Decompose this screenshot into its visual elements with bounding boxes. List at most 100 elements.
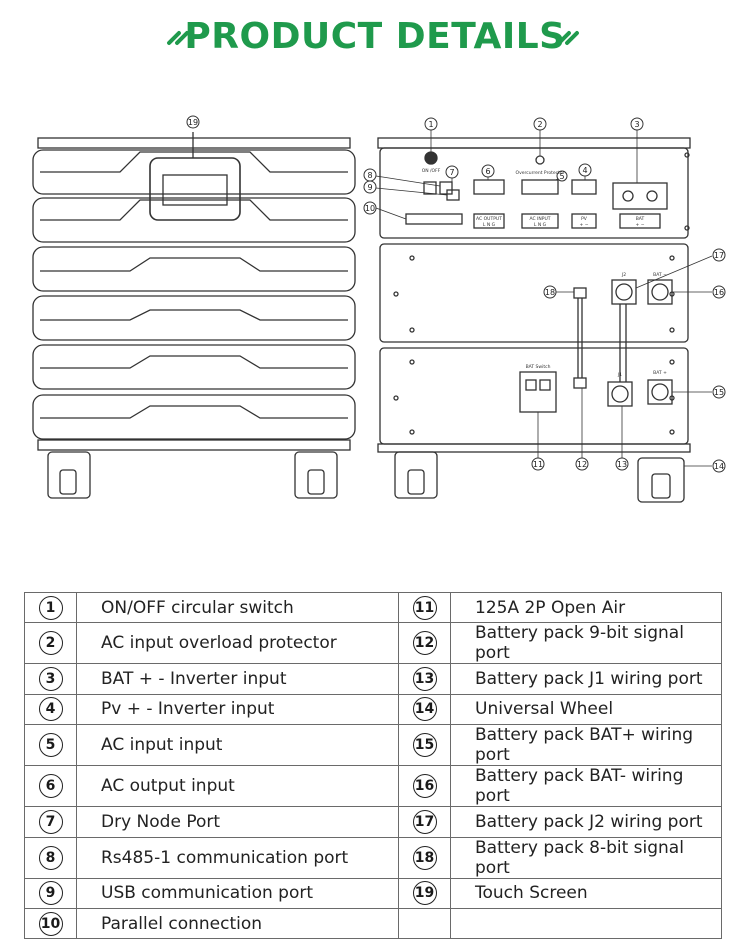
label-j1: J1 <box>617 372 622 378</box>
legend-row: 7 Dry Node Port 17 Battery pack J2 wiring p… <box>24 806 722 838</box>
label-bat-minus: BAT − <box>653 272 667 278</box>
callout-15: 15 <box>712 385 726 399</box>
label-bat-pins: + − <box>636 222 645 228</box>
svg-text:2: 2 <box>537 120 542 129</box>
legend-label: Pv + - Inverter input <box>76 693 399 726</box>
svg-text:9: 9 <box>367 183 372 192</box>
label-ac-input: AC INPUT <box>529 216 550 222</box>
legend-row: 1 ON/OFF circular switch 11 125A 2P Open Ai… <box>24 591 722 624</box>
legend-label: 125A 2P Open Air <box>450 591 722 624</box>
callout-6: 6 <box>481 164 495 178</box>
svg-text:19: 19 <box>188 118 198 127</box>
legend-row: 9 USB communication port 19 Touch Screen <box>24 877 722 909</box>
svg-text:6: 6 <box>485 167 490 176</box>
legend-label: Dry Node Port <box>76 806 399 838</box>
legend-label: AC input overload protector <box>76 622 399 665</box>
svg-text:18: 18 <box>545 288 555 297</box>
svg-text:14: 14 <box>714 462 724 471</box>
svg-text:4: 4 <box>582 166 587 175</box>
svg-text:15: 15 <box>714 388 724 397</box>
callout-3: 3 <box>630 117 644 131</box>
callout-5: 5 <box>556 170 568 182</box>
legend-label: Battery pack BAT- wiring port <box>450 765 722 808</box>
callout-4: 4 <box>578 163 592 177</box>
legend-number: 4 <box>38 697 63 722</box>
svg-text:11: 11 <box>533 460 543 469</box>
label-bat-plus: BAT + <box>653 370 667 376</box>
decor-slash-right-icon <box>556 28 580 50</box>
front-module <box>32 149 356 195</box>
page-title: PRODUCT DETAILS <box>184 16 566 57</box>
label-pv: PV <box>581 216 588 222</box>
svg-text:10: 10 <box>365 204 375 213</box>
legend-number: 13 <box>412 667 437 692</box>
legend-number: 5 <box>38 733 63 758</box>
legend-label: Rs485-1 communication port <box>76 836 399 879</box>
callout-9: 9 <box>363 180 377 194</box>
legend-number: 14 <box>412 697 437 722</box>
callout-13: 13 <box>615 457 629 471</box>
legend-label: Touch Screen <box>450 877 722 909</box>
product-diagram: 19 1 2 3 4 5 6 7 8 9 10 17 18 16 15 11 1… <box>32 115 726 503</box>
legend-label: Battery pack J2 wiring port <box>450 806 722 838</box>
legend-number: 18 <box>412 845 437 870</box>
callout-2: 2 <box>533 117 547 131</box>
svg-text:17: 17 <box>714 251 724 260</box>
legend-label: AC output input <box>76 765 399 808</box>
legend-label: Battery pack BAT+ wiring port <box>450 724 722 767</box>
svg-text:13: 13 <box>617 460 627 469</box>
callout-14: 14 <box>712 459 726 473</box>
legend-number: 3 <box>38 667 63 692</box>
label-j2: J2 <box>621 272 626 278</box>
callout-18: 18 <box>543 285 557 299</box>
legend-label: AC input input <box>76 724 399 767</box>
legend-number: 19 <box>412 881 437 906</box>
legend-number: 12 <box>412 631 437 656</box>
callout-17: 17 <box>712 248 726 262</box>
callout-1: 1 <box>424 117 438 131</box>
svg-text:8: 8 <box>367 171 372 180</box>
legend-number: 6 <box>38 774 63 799</box>
legend-number: 8 <box>38 845 63 870</box>
legend-number: 11 <box>412 595 437 620</box>
header: PRODUCT DETAILS <box>0 0 750 80</box>
svg-text:12: 12 <box>577 460 587 469</box>
legend-number: 10 <box>38 911 63 936</box>
legend-label: Universal Wheel <box>450 693 722 726</box>
legend-number: 2 <box>38 631 63 656</box>
legend-number: 9 <box>38 881 63 906</box>
callout-8: 8 <box>363 168 377 182</box>
label-ac-input-pins: L N G <box>534 222 547 228</box>
svg-text:5: 5 <box>559 172 564 181</box>
legend-label: BAT + - Inverter input <box>76 663 399 695</box>
label-bat-switch: BAT Switch <box>526 364 551 370</box>
callout-7: 7 <box>445 165 459 179</box>
callout-16: 16 <box>712 285 726 299</box>
legend-label: Battery pack 8-bit signal port <box>450 836 722 879</box>
svg-text:16: 16 <box>714 288 724 297</box>
legend-label: ON/OFF circular switch <box>76 591 399 624</box>
label-ac-output-pins: L N G <box>483 222 496 228</box>
callout-11: 11 <box>531 457 545 471</box>
callout-19: 19 <box>186 115 200 129</box>
label-pv-pins: + − <box>580 222 589 228</box>
legend-number: 17 <box>412 809 437 834</box>
legend-row: 8 Rs485-1 communication port 18 Battery pac… <box>24 836 722 879</box>
label-on-off: ON /OFF <box>422 168 441 174</box>
legend-number: 1 <box>38 595 63 620</box>
callout-12: 12 <box>575 457 589 471</box>
legend-number: 7 <box>38 809 63 834</box>
legend-table: 1 ON/OFF circular switch 11 125A 2P Open Ai… <box>24 591 722 939</box>
label-ac-output: AC OUTPUT <box>476 216 502 222</box>
svg-text:7: 7 <box>449 168 454 177</box>
front-view <box>32 132 356 499</box>
svg-text:3: 3 <box>634 120 639 129</box>
label-bat: BAT <box>636 216 645 222</box>
svg-text:1: 1 <box>428 120 433 129</box>
label-overcurrent: Overcurrent Protector <box>516 170 565 176</box>
legend-label: USB communication port <box>76 877 399 909</box>
